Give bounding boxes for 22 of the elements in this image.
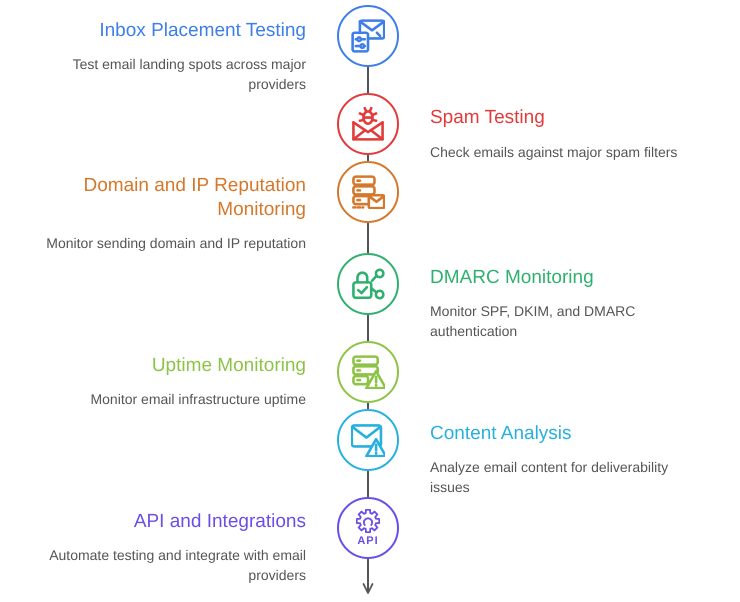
connector-line — [367, 223, 369, 253]
node-text: API — [357, 535, 379, 547]
arrow — [362, 559, 374, 594]
connector-line — [367, 471, 369, 497]
step-description: Monitor SPF, DKIM, and DMARC authentication — [430, 302, 636, 341]
step-description: Analyze email content for deliverability issues — [430, 458, 670, 497]
step-heading: API and Integrations — [134, 510, 306, 534]
connector-line — [367, 67, 369, 93]
step-description: Monitor email infrastructure uptime — [90, 390, 306, 409]
step-heading: Uptime Monitoring — [152, 354, 306, 378]
connector-line — [367, 315, 369, 341]
step-description: Automate testing and integrate with email providers — [48, 546, 306, 585]
step-heading: Spam Testing — [430, 106, 545, 130]
step-heading: Domain and IP Reputation Monitoring — [82, 174, 306, 222]
connector-line — [367, 155, 369, 161]
step-description: Test email landing spots across major providers — [72, 55, 306, 94]
step-description: Check emails against major spam filters — [430, 143, 678, 162]
step-description: Monitor sending domain and IP reputation — [46, 234, 306, 253]
step-heading: DMARC Monitoring — [430, 266, 594, 290]
connector-line — [367, 403, 369, 409]
step-heading: Inbox Placement Testing — [99, 19, 306, 43]
step-heading: Content Analysis — [430, 422, 572, 446]
